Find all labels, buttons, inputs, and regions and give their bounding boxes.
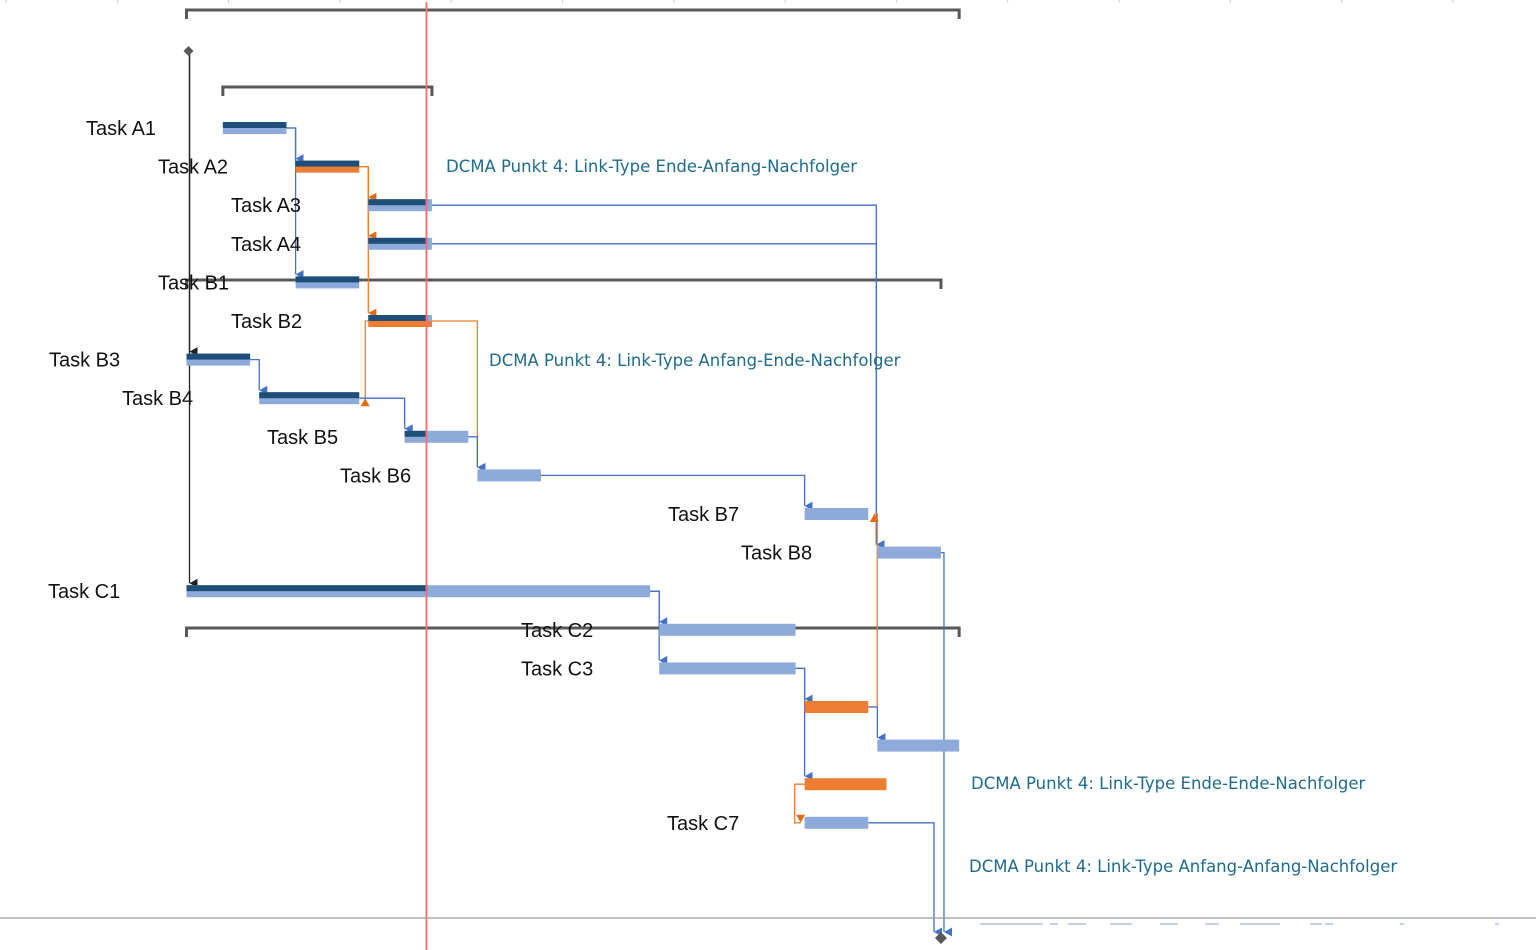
dependency-links — [188, 52, 953, 937]
progress-bar-b5 — [404, 430, 426, 437]
link-b4-b5 — [359, 397, 413, 434]
milestones — [183, 46, 947, 944]
task-bar-c2 — [659, 623, 796, 636]
task-bar-c3 — [659, 662, 796, 675]
link-a2-b2 — [359, 165, 377, 318]
link-a4-b8 — [431, 243, 885, 550]
task-label-b8: Task B8 — [741, 543, 812, 565]
clipped-text-fragment — [1205, 923, 1219, 925]
bottom-table-edge — [0, 917, 1536, 925]
link-a3-b8 — [431, 204, 885, 550]
link-c1-c3 — [650, 590, 668, 665]
task-label-a4: Task A4 — [231, 234, 301, 256]
task-bar-b8 — [877, 546, 941, 559]
critical-band-b2 — [368, 321, 432, 327]
link-a2-a4 — [359, 165, 377, 241]
progress-bar-b1 — [295, 276, 360, 283]
link-b6-b7 — [541, 474, 813, 511]
task-bar-c4 — [804, 701, 869, 713]
clipped-text-fragment — [1068, 923, 1086, 925]
clipped-text-fragment — [1010, 923, 1022, 925]
task-bar-b7 — [804, 508, 869, 520]
task-bars — [186, 122, 960, 829]
link-b5-b6 — [468, 436, 486, 472]
task-bar-c7 — [804, 816, 869, 829]
start-milestone-diamond — [183, 46, 194, 56]
clipped-text-fragment — [1240, 923, 1280, 925]
link-a1-a2 — [286, 127, 304, 164]
progress-bar-a3 — [368, 199, 428, 206]
task-label-a3: Task A3 — [231, 195, 301, 217]
summary-bar-group-b — [185, 278, 943, 289]
clipped-text-fragment — [1400, 923, 1404, 925]
task-label-b6: Task B6 — [340, 465, 411, 487]
link-c7-end — [868, 822, 943, 937]
clipped-text-fragment — [1160, 923, 1178, 925]
link-c3-c6 — [795, 667, 813, 781]
task-label-b3: Task B3 — [49, 350, 120, 372]
link-b8-end — [940, 551, 953, 937]
task-label-c2: Task C2 — [521, 620, 593, 642]
clipped-text-fragment — [1110, 923, 1132, 925]
summary-bar-group-a — [221, 85, 434, 96]
link-c4-c5 — [868, 706, 886, 743]
annotation-note-ss: DCMA Punkt 4: Link-Type Anfang-Anfang-Na… — [969, 857, 1397, 876]
task-label-b4: Task B4 — [122, 388, 193, 410]
annotation-note-ff: DCMA Punkt 4: Link-Type Ende-Ende-Nachfo… — [971, 774, 1366, 793]
clipped-text-fragment — [1325, 923, 1333, 925]
task-label-a1: Task A1 — [86, 118, 156, 140]
task-label-b2: Task B2 — [231, 311, 302, 333]
timescale-ticks — [5, 0, 1454, 3]
progress-bar-b3 — [186, 353, 251, 360]
task-bar-c6 — [804, 778, 887, 791]
progress-bar-c1 — [186, 585, 428, 592]
clipped-text-fragment — [1495, 923, 1499, 925]
task-label-c3: Task C3 — [521, 658, 593, 680]
link-b2-b6 — [431, 320, 486, 472]
progress-bar-a2 — [295, 160, 360, 167]
link-c1-c2 — [650, 590, 668, 627]
progress-bar-a4 — [368, 237, 428, 244]
task-bar-b6 — [477, 469, 542, 482]
link-b3-b4 — [250, 358, 268, 395]
annotation-note-fs: DCMA Punkt 4: Link-Type Ende-Anfang-Nach… — [446, 157, 857, 176]
task-label-b5: Task B5 — [267, 427, 338, 449]
task-label-c1: Task C1 — [48, 581, 120, 603]
link-a2-a3 — [359, 165, 377, 202]
link-c3-c4 — [795, 667, 813, 704]
task-label-b1: Task B1 — [158, 272, 229, 294]
summary-bar-group-c — [185, 626, 961, 637]
annotation-note-sf: DCMA Punkt 4: Link-Type Anfang-Ende-Nach… — [489, 351, 901, 370]
link-a1-b1 — [286, 127, 304, 279]
task-bar-c5 — [877, 739, 960, 752]
task-label-a2: Task A2 — [158, 157, 228, 179]
clipped-text-fragment — [1050, 923, 1058, 925]
end-milestone-diamond — [934, 932, 947, 944]
annotations: DCMA Punkt 4: Link-Type Ende-Anfang-Nach… — [446, 157, 1397, 876]
clipped-text-fragment — [1310, 923, 1322, 925]
link-b2-b4 — [360, 320, 370, 407]
progress-bar-b4 — [259, 392, 360, 399]
critical-band-a2 — [295, 166, 360, 173]
summary-bars — [185, 8, 961, 637]
task-label-b7: Task B7 — [668, 504, 739, 526]
progress-bar-b2 — [368, 315, 428, 321]
progress-bar-a1 — [222, 122, 287, 128]
link-c6-c7 — [793, 783, 806, 824]
project-summary-bar — [185, 8, 961, 19]
task-label-c7: Task C7 — [667, 813, 739, 835]
clipped-text-fragment — [1035, 923, 1043, 925]
